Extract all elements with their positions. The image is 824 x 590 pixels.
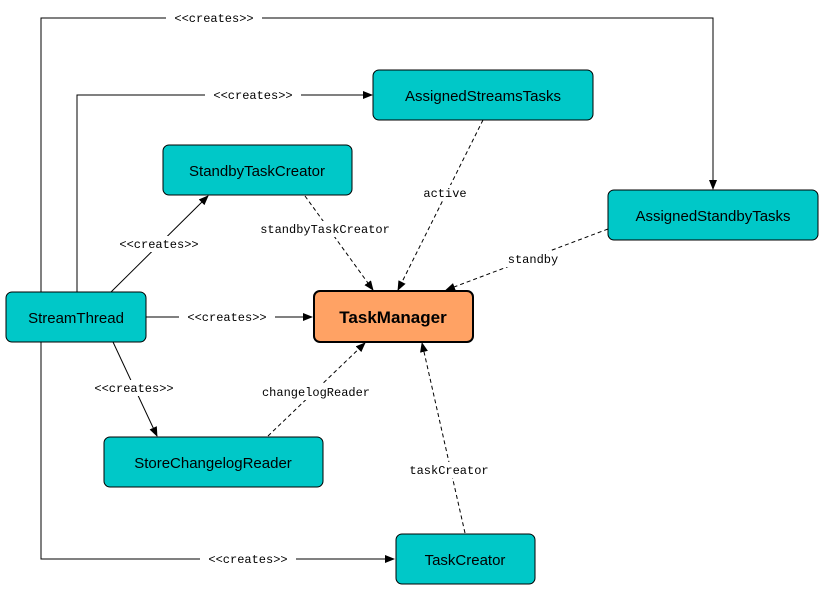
edge-standby: standby [445,228,609,291]
edge-creates-task-manager: <<creates>> [146,309,313,325]
edge-label-creates: <<creates>> [213,89,292,103]
node-stream-thread: StreamThread [5,291,147,343]
edge-changelog-reader: changelogReader [254,342,378,437]
edge-task-creator: taskCreator [403,342,495,534]
node-assigned-streams-tasks: AssignedStreamsTasks [372,69,594,121]
node-label: TaskManager [339,308,447,327]
edge-creates-assigned-streams-tasks: <<creates>> [76,87,373,292]
node-task-manager: TaskManager [313,290,474,343]
edge-label-creates: <<creates>> [119,238,198,252]
edge-label-creates: <<creates>> [187,311,266,325]
node-label: StreamThread [28,310,124,327]
edge-label-active: active [423,187,466,201]
node-label: StoreChangelogReader [134,455,292,472]
edge-label-changelog-reader: changelogReader [262,386,370,400]
edge-label-creates: <<creates>> [174,12,253,26]
node-standby-task-creator: StandbyTaskCreator [162,144,353,196]
edge-creates-store-changelog-reader: <<creates>> [86,341,182,437]
node-assigned-standby-tasks: AssignedStandbyTasks [607,189,819,241]
edge-active: active [397,119,484,291]
node-label: StandbyTaskCreator [189,163,325,180]
edge-label-creates: <<creates>> [208,553,287,567]
edge-label-creates: <<creates>> [94,382,173,396]
edge-creates-assigned-standby-tasks: <<creates>> [40,10,717,292]
edge-standby-task-creator: standbyTaskCreator [252,195,398,291]
node-task-creator: TaskCreator [395,533,536,585]
edge-label-task-creator: taskCreator [409,464,488,478]
node-store-changelog-reader: StoreChangelogReader [103,436,324,488]
node-label: AssignedStreamsTasks [405,88,561,105]
node-label: AssignedStandbyTasks [635,208,790,225]
node-label: TaskCreator [425,552,506,569]
edge-label-standby-task-creator: standbyTaskCreator [260,223,390,237]
edge-creates-task-creator: <<creates>> [40,342,395,567]
edge-label-standby: standby [508,253,558,267]
edge-creates-standby-task-creator: <<creates>> [110,195,209,293]
